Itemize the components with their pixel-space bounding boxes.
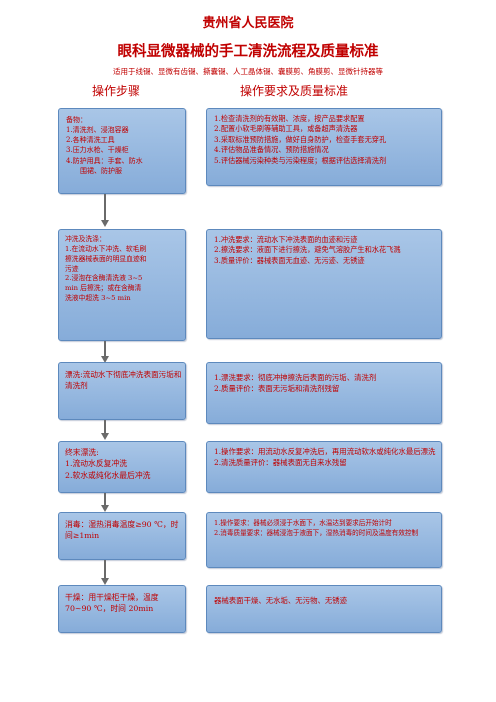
standard-line: 2.清洗质量评价：器械表面无自来水残留 [214, 457, 347, 467]
step-line: 消毒：湿热消毒温度≥90 ℃，时间≥1min [65, 520, 179, 541]
standard-line: 3.质量评价：器械表面无血迹、无污迹、无锈迹 [214, 255, 365, 265]
step-line: 终末漂洗: [65, 448, 99, 457]
step-line: 漂洗:流动水下彻底冲洗表面污垢和清洗剂 [65, 370, 182, 390]
document-title: 眼科显微器械的手工清洗流程及质量标准 [117, 43, 379, 60]
step-text-washing: 冲洗及洗涤： 1.在流动水下冲洗、软毛刷擦洗器械表面的明显血迹和污迹 2.浸泡在… [65, 235, 147, 304]
standard-text-washing: 1.冲洗要求：流动水下冲洗表面的血迹和污迹 2.擦洗要求：液面下进行擦洗，避免气… [214, 235, 436, 266]
standard-text-preparation: 1.检查清洗剂的有效期、浓度，按产品要求配置 2.配置小软毛刷等辅助工具，或备超… [214, 114, 440, 166]
step-text-final-rinse: 终末漂洗: 1.流动水反复冲洗 2.软水或纯化水最后冲洗 [65, 447, 183, 481]
flow-arrow-down-icon [101, 433, 109, 440]
standard-text-final-rinse: 1.操作要求：用流动水反复冲洗后，再用流动软水或纯化水最后漂洗 2.清洗质量评价… [214, 447, 438, 468]
standard-line: 2.消毒质量要求：器械浸泡于液面下，湿热消毒的时间及温度有效控制 [214, 528, 419, 537]
step-box-final-rinse: 终末漂洗: 1.流动水反复冲洗 2.软水或纯化水最后冲洗 [58, 441, 186, 493]
step-line: 1.清洗剂、浸泡容器 [66, 126, 129, 135]
standard-line: 4.评估物品准备情况、预防措施情况 [214, 145, 329, 155]
step-line: 1.流动水反复冲洗 [65, 459, 128, 469]
step-box-washing: 冲洗及洗涤： 1.在流动水下冲洗、软毛刷擦洗器械表面的明显血迹和污迹 2.浸泡在… [58, 229, 186, 341]
step-box-preparation: 备物： 1.清洗剂、浸泡容器 2.各种清洗工具 3.压力水枪、干燥柜 4.防护用… [58, 108, 186, 194]
step-text-rinsing: 漂洗:流动水下彻底冲洗表面污垢和清洗剂 [65, 369, 183, 391]
flow-arrow-shaft [104, 420, 106, 435]
flow-arrow-shaft [104, 341, 106, 358]
step-line: 3.压力水枪、干燥柜 [66, 146, 129, 155]
flow-arrow-shaft [104, 194, 106, 222]
standard-line: 1.漂洗要求：彻底冲抻擦洗后表面的污垢、清洗剂 [214, 373, 377, 382]
standard-box-preparation: 1.检查清洗剂的有效期、浓度，按产品要求配置 2.配置小软毛刷等辅助工具，或备超… [206, 108, 442, 186]
step-line: 2.浸泡在含酶清洗液 3~5 min 后擦洗；或在含酶清洗液中超洗 3~5 mi… [65, 274, 143, 303]
flow-arrow-shaft [104, 493, 106, 507]
step-line: 2.软水或纯化水最后冲洗 [65, 470, 151, 480]
applicable-scope: 适用于线镊、显微有齿镊、撕囊镊、人工晶体镊、囊膜剪、角膜剪、显微针持器等 [113, 67, 383, 76]
step-line: 备物： [66, 116, 87, 124]
step-line: 冲洗及洗涤： [65, 235, 106, 243]
step-box-disinfection: 消毒：湿热消毒温度≥90 ℃，时间≥1min [58, 512, 186, 560]
step-line: 1.在流动水下冲洗、软毛刷擦洗器械表面的明显血迹和污迹 [65, 244, 147, 273]
standard-line: 1.冲洗要求：流动水下冲洗表面的血迹和污迹 [214, 235, 358, 244]
step-line: 围裙、防护服 [66, 166, 122, 175]
step-box-drying: 干燥：用干燥柜干燥，温度 70~90 ℃，时间 20min [58, 585, 186, 633]
step-text-preparation: 备物： 1.清洗剂、浸泡容器 2.各种清洗工具 3.压力水枪、干燥柜 4.防护用… [66, 115, 182, 176]
flow-arrow-down-icon [101, 356, 109, 363]
standard-line: 2.配置小软毛刷等辅助工具，或备超声清洗器 [214, 124, 358, 134]
step-line: 2.各种清洗工具 [66, 136, 115, 145]
standard-line: 3.采取标准预防措施，做好自身防护，检查手套无穿孔 [214, 134, 387, 144]
flow-arrow-down-icon [101, 505, 109, 512]
step-box-rinsing: 漂洗:流动水下彻底冲洗表面污垢和清洗剂 [58, 362, 186, 420]
flow-arrow-down-icon [101, 220, 109, 227]
standard-box-drying: 器械表面干燥、无水垢、无污物、无锈迹 [206, 585, 442, 633]
hospital-name: 贵州省人民医院 [202, 16, 294, 31]
standard-box-final-rinse: 1.操作要求：用流动水反复冲洗后，再用流动软水或纯化水最后漂洗 2.清洗质量评价… [206, 441, 442, 493]
column-header-standards: 操作要求及质量标准 [240, 84, 349, 98]
standard-box-washing: 1.冲洗要求：流动水下冲洗表面的血迹和污迹 2.擦洗要求：液面下进行擦洗，避免气… [206, 229, 442, 339]
flow-arrow-down-icon [101, 578, 109, 585]
standard-text-drying: 器械表面干燥、无水垢、无污物、无锈迹 [214, 596, 438, 607]
standard-text-disinfection: 1.操作要求：器械必须浸于水面下，水温达到要求后开始计时 2.消毒质量要求：器械… [214, 519, 438, 538]
step-line: 干燥：用干燥柜干燥，温度 70~90 ℃，时间 20min [65, 593, 159, 614]
standard-line: 2.擦洗要求：液面下进行擦洗，避免气溶胶产生和水花飞溅 [214, 245, 401, 255]
step-text-drying: 干燥：用干燥柜干燥，温度 70~90 ℃，时间 20min [65, 592, 183, 615]
standard-line: 器械表面干燥、无水垢、无污物、无锈迹 [214, 596, 348, 605]
standard-text-rinsing: 1.漂洗要求：彻底冲抻擦洗后表面的污垢、清洗剂 2.质量评价：表面无污垢和清洗剂… [214, 373, 436, 394]
standard-line: 1.操作要求：器械必须浸于水面下，水温达到要求后开始计时 [214, 519, 392, 527]
standard-line: 1.检查清洗剂的有效期、浓度，按产品要求配置 [214, 114, 365, 123]
standard-line: 1.操作要求：用流动水反复冲洗后，再用流动软水或纯化水最后漂洗 [214, 447, 436, 456]
step-line: 4.防护用具：手套、防水 [66, 156, 143, 165]
step-text-disinfection: 消毒：湿热消毒温度≥90 ℃，时间≥1min [65, 519, 183, 542]
standard-box-disinfection: 1.操作要求：器械必须浸于水面下，水温达到要求后开始计时 2.消毒质量要求：器械… [206, 512, 442, 568]
flow-arrow-shaft [104, 560, 106, 580]
column-header-steps: 操作步骤 [92, 84, 141, 98]
standard-line: 2.质量评价：表面无污垢和清洗剂残留 [214, 383, 340, 393]
standard-line: 5.评估器械污染种类与污染程度；根据评估选择清洗剂 [214, 155, 387, 165]
standard-box-rinsing: 1.漂洗要求：彻底冲抻擦洗后表面的污垢、清洗剂 2.质量评价：表面无污垢和清洗剂… [206, 362, 442, 424]
